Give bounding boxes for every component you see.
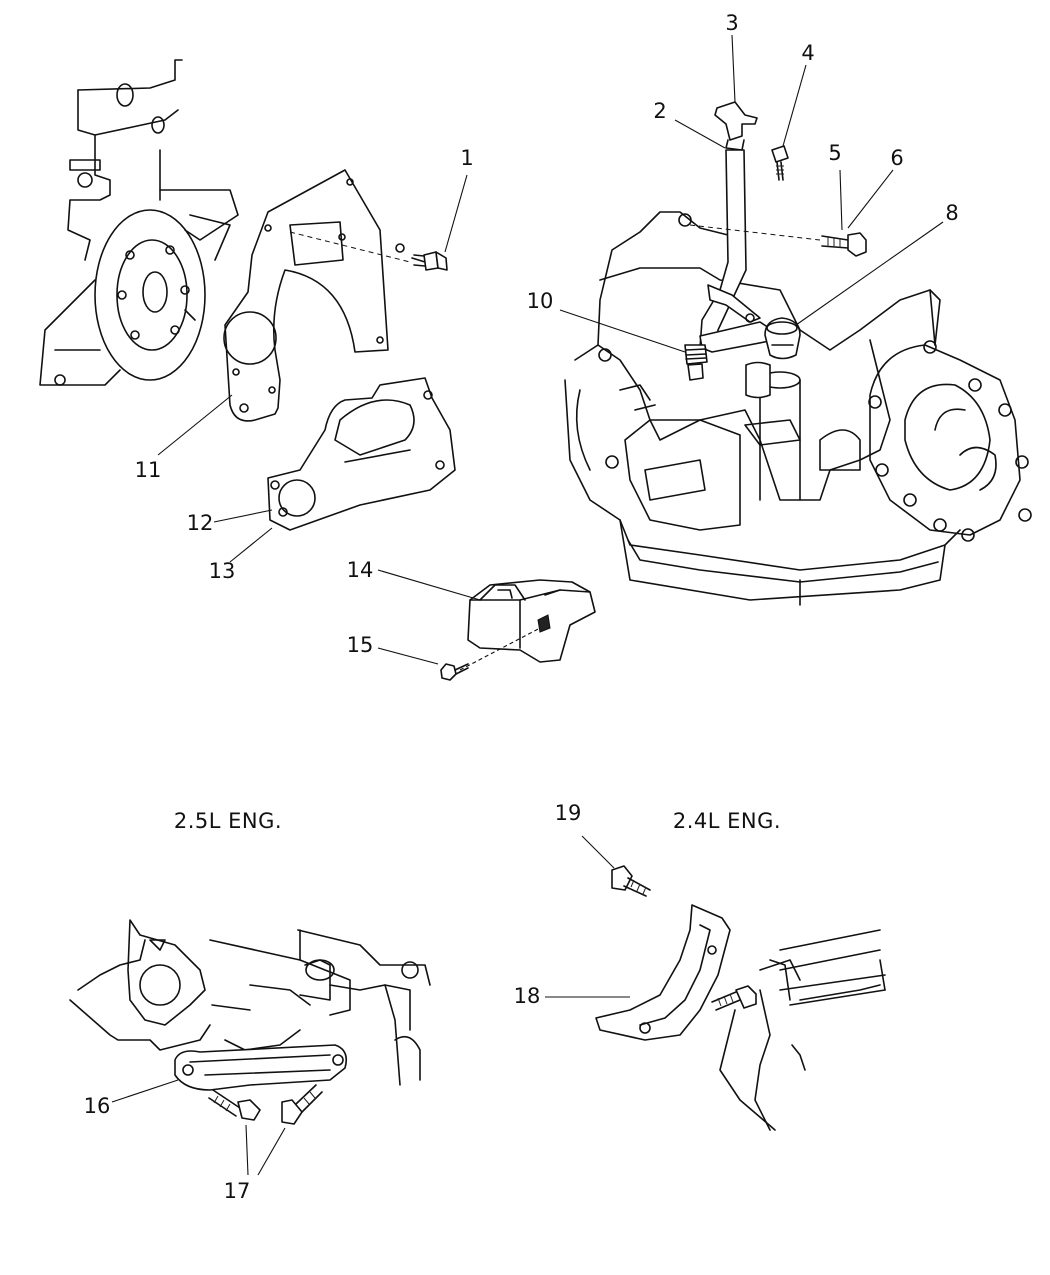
engine-25-drawing xyxy=(69,919,431,1086)
inspection-cover-12 xyxy=(267,377,456,531)
brace-16 xyxy=(174,1044,348,1091)
bolt-18a xyxy=(711,985,757,1011)
callout-3: 3 xyxy=(725,11,738,35)
callout-18: 18 xyxy=(514,984,541,1008)
engine-block-drawing xyxy=(39,59,239,386)
callout-12: 12 xyxy=(187,511,214,535)
callout-11: 11 xyxy=(135,458,162,482)
bolt-1 xyxy=(411,251,448,271)
section-label-24l: 2.4L ENG. xyxy=(673,809,781,833)
screw-15 xyxy=(440,663,469,681)
adapter-plate-11 xyxy=(223,169,411,422)
callout-labels: 1 2 3 4 5 6 8 10 11 12 13 14 15 16 17 18… xyxy=(84,11,959,1203)
callout-19: 19 xyxy=(555,801,582,825)
mount-bracket-14 xyxy=(459,579,596,671)
bolts-17 xyxy=(208,1084,323,1125)
bracket-18 xyxy=(595,904,731,1041)
callout-10: 10 xyxy=(527,289,554,313)
callout-1: 1 xyxy=(460,146,473,170)
callout-8: 8 xyxy=(945,201,958,225)
callout-2: 2 xyxy=(653,99,666,123)
bolt-8 xyxy=(745,317,801,399)
callout-14: 14 xyxy=(347,558,374,582)
callout-15: 15 xyxy=(347,633,374,657)
callout-5: 5 xyxy=(828,141,841,165)
callout-17: 17 xyxy=(224,1179,251,1203)
leader-lines xyxy=(111,34,944,1176)
bolt-4 xyxy=(771,145,789,181)
dipstick-tube-2 xyxy=(684,101,776,381)
engine-24-drawing xyxy=(719,929,886,1131)
callout-16: 16 xyxy=(84,1094,111,1118)
callout-13: 13 xyxy=(209,559,236,583)
callout-6: 6 xyxy=(890,146,903,170)
transaxle-drawing xyxy=(564,211,1032,606)
bolt-19 xyxy=(611,865,651,897)
bolt-5 xyxy=(689,224,867,257)
callout-4: 4 xyxy=(801,41,814,65)
section-label-25l: 2.5L ENG. xyxy=(174,809,282,833)
